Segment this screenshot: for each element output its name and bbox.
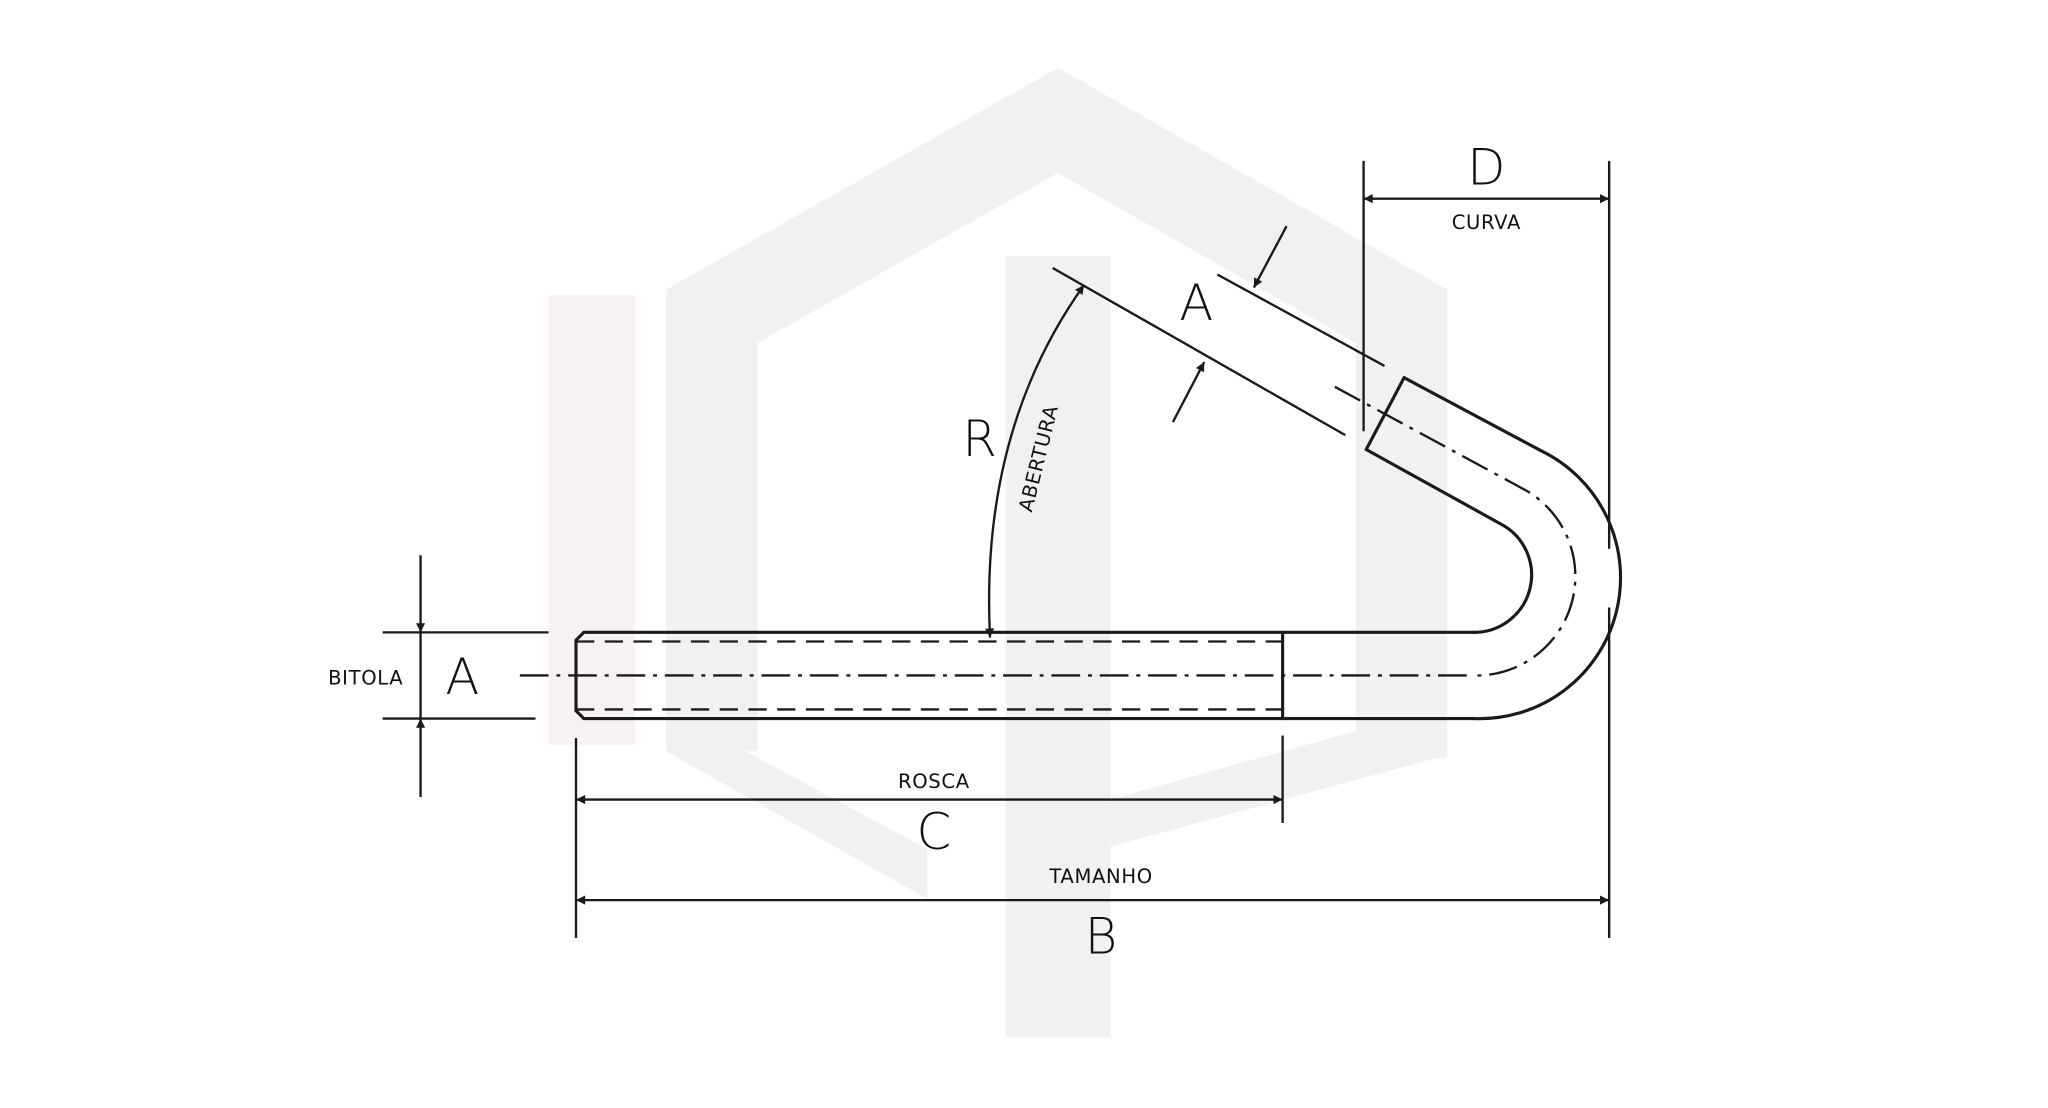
curve-letter: D [1467,138,1505,196]
curve-dimension: D CURVA [1362,138,1611,938]
tamanho-label: TAMANHO [1048,865,1152,888]
arm-diameter-letter: A [1179,274,1213,332]
bitola-label: BITOLA [328,667,403,690]
length-dimension: TAMANHO B [576,865,1610,966]
radius-letter: R [962,410,996,468]
arm-diameter-dimension: A [1052,225,1386,437]
thread-letter: C [917,803,952,861]
length-letter: B [1085,908,1118,966]
gauge-letter: A [445,648,479,706]
thread-dimension: ROSCA C [574,735,1284,938]
curva-label: CURVA [1452,211,1521,234]
bolt-body [519,376,1623,721]
rosca-label: ROSCA [898,770,970,793]
gauge-dimension: BITOLA A [328,555,549,797]
